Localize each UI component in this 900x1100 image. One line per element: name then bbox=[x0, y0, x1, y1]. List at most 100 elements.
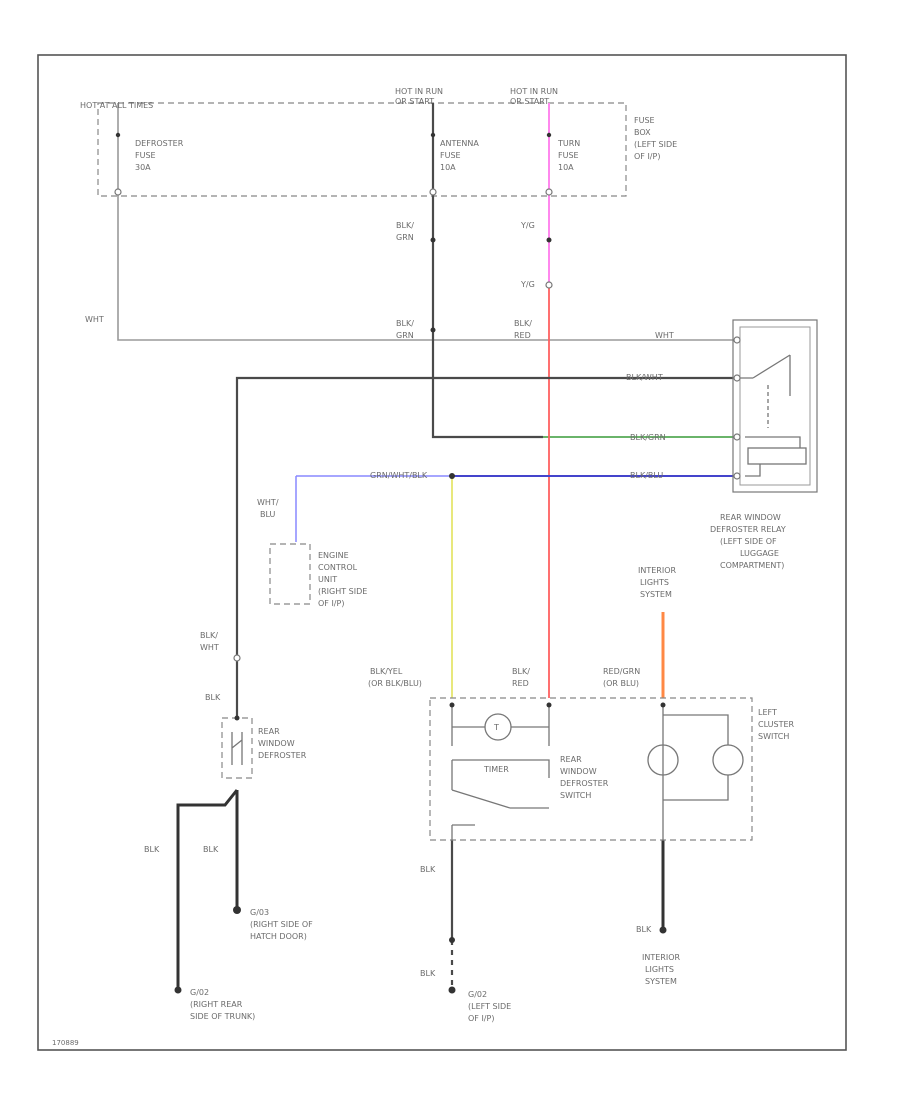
label-antenna-fuse-2: FUSE bbox=[440, 151, 461, 160]
label-rw-switch-4: SWITCH bbox=[560, 791, 591, 800]
label-blk-6: BLK bbox=[420, 969, 436, 978]
label-grn-wht-blk: GRN/WHT/BLK bbox=[370, 471, 428, 480]
label-rw-switch-2: WINDOW bbox=[560, 767, 597, 776]
label-g-right-3: HATCH DOOR) bbox=[250, 932, 307, 941]
label-blk-grn-1b: GRN bbox=[396, 233, 414, 242]
label-blk-wht: BLK/WHT bbox=[626, 373, 663, 382]
cluster-lamp-2 bbox=[712, 744, 744, 776]
rear-defroster-outline bbox=[221, 717, 253, 779]
label-int-lights-2c: SYSTEM bbox=[645, 977, 677, 986]
wire-blk-grn bbox=[431, 103, 543, 439]
label-g-rear-2: (RIGHT REAR bbox=[190, 1000, 243, 1009]
label-lamp-symbol: T bbox=[493, 723, 499, 732]
label-blk-red-2b: RED bbox=[512, 679, 529, 688]
diagram-frame bbox=[37, 54, 847, 1051]
label-hot-run-1: HOT IN RUN bbox=[395, 87, 443, 96]
label-ecu-3: UNIT bbox=[318, 575, 337, 584]
rear-defroster-element bbox=[231, 732, 243, 765]
label-left-cluster-1: LEFT bbox=[758, 708, 777, 717]
label-wht-blu-a: WHT/ bbox=[257, 498, 279, 507]
label-rw-switch-1: REAR bbox=[560, 755, 582, 764]
label-g-rear-1: G/02 bbox=[190, 988, 209, 997]
switch-cluster-outline bbox=[429, 697, 753, 841]
label-ecu-1: ENGINE bbox=[318, 551, 349, 560]
label-ecu-5: OF I/P) bbox=[318, 599, 344, 608]
label-blk-4: BLK bbox=[420, 865, 436, 874]
label-wht-1: WHT bbox=[85, 315, 104, 324]
relay-inner bbox=[739, 326, 811, 486]
label-int-lights-2a: INTERIOR bbox=[642, 953, 681, 962]
label-defroster-fuse-1: DEFROSTER bbox=[135, 139, 184, 148]
label-defroster-fuse-2: FUSE bbox=[135, 151, 156, 160]
label-blk-blu: BLK/BLU bbox=[630, 471, 663, 480]
label-g-left-1: G/02 bbox=[468, 990, 487, 999]
label-rear-def-3: DEFROSTER bbox=[258, 751, 307, 760]
label-g-left-3: OF I/P) bbox=[468, 1014, 494, 1023]
wire-blk-wht bbox=[235, 376, 733, 718]
label-blk-wht-2b: WHT bbox=[200, 643, 219, 652]
label-blk-yel-b: (OR BLK/BLU) bbox=[368, 679, 422, 688]
label-int-lights-2b: LIGHTS bbox=[645, 965, 674, 974]
label-relay-3: (LEFT SIDE OF bbox=[720, 537, 777, 546]
cluster-internal bbox=[662, 705, 729, 840]
relay-contact bbox=[740, 354, 791, 396]
label-blk-red-1a: BLK/ bbox=[514, 319, 532, 328]
label-red-grn-a: RED/GRN bbox=[603, 667, 640, 676]
label-rear-def-1: REAR bbox=[258, 727, 280, 736]
label-defroster-fuse-3: 30A bbox=[135, 163, 151, 172]
label-blk-1: BLK bbox=[205, 693, 221, 702]
fuse-box-outline bbox=[97, 102, 627, 197]
label-blk-3: BLK bbox=[203, 845, 219, 854]
terminals bbox=[114, 132, 741, 994]
label-hot-run-2: HOT IN RUN bbox=[510, 87, 558, 96]
label-corner-code: 170889 bbox=[52, 1039, 79, 1047]
cluster-lamp-1 bbox=[647, 744, 679, 776]
label-y-g-1: Y/G bbox=[520, 221, 535, 230]
label-blk-grn-2a: BLK/ bbox=[396, 319, 414, 328]
label-g-left-2: (LEFT SIDE bbox=[468, 1002, 511, 1011]
label-int-lights-1a: INTERIOR bbox=[638, 566, 677, 575]
label-hot-run-1b: OR START bbox=[395, 97, 434, 106]
label-fuse-box-4: OF I/P) bbox=[634, 152, 660, 161]
label-rw-switch-3: DEFROSTER bbox=[560, 779, 609, 788]
relay-coil-leads bbox=[745, 436, 801, 477]
label-relay-5: COMPARTMENT) bbox=[720, 561, 784, 570]
label-wht-2: WHT bbox=[655, 331, 674, 340]
label-relay-2: DEFROSTER RELAY bbox=[710, 525, 786, 534]
label-g-rear-3: SIDE OF TRUNK) bbox=[190, 1012, 255, 1021]
label-left-cluster-2: CLUSTER bbox=[758, 720, 795, 729]
label-relay-4: LUGGAGE bbox=[740, 549, 779, 558]
ecu-outline bbox=[269, 543, 311, 605]
label-g-right-1: G/03 bbox=[250, 908, 269, 917]
label-hot-run-2b: OR START bbox=[510, 97, 549, 106]
label-y-g-2: Y/G bbox=[520, 280, 535, 289]
label-blk-grn-3: BLK/GRN bbox=[630, 433, 666, 442]
label-turn-fuse-2: FUSE bbox=[558, 151, 579, 160]
label-turn-fuse-1: TURN bbox=[557, 139, 580, 148]
label-ecu-4: (RIGHT SIDE bbox=[318, 587, 367, 596]
label-timer: TIMER bbox=[483, 765, 509, 774]
label-blk-wht-2a: BLK/ bbox=[200, 631, 218, 640]
label-blk-yel-a: BLK/YEL bbox=[370, 667, 403, 676]
label-ecu-2: CONTROL bbox=[318, 563, 358, 572]
label-int-lights-1c: SYSTEM bbox=[640, 590, 672, 599]
label-blk-grn-1a: BLK/ bbox=[396, 221, 414, 230]
label-blk-red-2a: BLK/ bbox=[512, 667, 530, 676]
label-antenna-fuse-3: 10A bbox=[440, 163, 456, 172]
relay-outline bbox=[732, 319, 818, 493]
label-fuse-box-3: (LEFT SIDE bbox=[634, 140, 677, 149]
label-fuse-box-1: FUSE bbox=[634, 116, 655, 125]
label-int-lights-1b: LIGHTS bbox=[640, 578, 669, 587]
label-turn-fuse-3: 10A bbox=[558, 163, 574, 172]
label-blk-grn-2b: GRN bbox=[396, 331, 414, 340]
label-g-right-2: (RIGHT SIDE OF bbox=[250, 920, 313, 929]
label-wht-blu-b: BLU bbox=[260, 510, 276, 519]
switch-internal bbox=[451, 705, 550, 840]
label-red-grn-b: (OR BLU) bbox=[603, 679, 639, 688]
relay-coil bbox=[747, 447, 807, 465]
label-rear-def-2: WINDOW bbox=[258, 739, 295, 748]
wire-ground-trunk bbox=[176, 789, 239, 992]
label-hot-at-all-times: HOT AT ALL TIMES bbox=[80, 101, 153, 110]
label-antenna-fuse-1: ANTENNA bbox=[440, 139, 479, 148]
